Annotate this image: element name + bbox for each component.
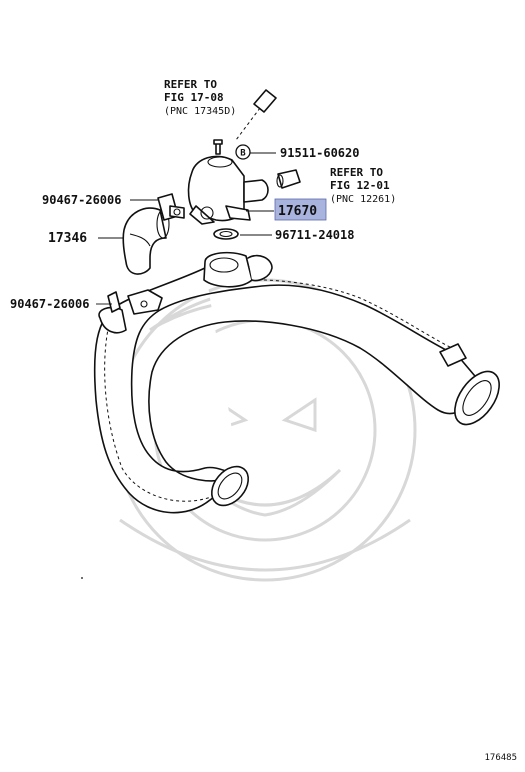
- pipe-to-fig-17-08: [235, 89, 277, 141]
- clamp-lower: [107, 289, 163, 315]
- bolt-callout: B 91511-60620: [235, 144, 359, 160]
- bolt-marker-letter: B: [240, 149, 246, 159]
- callout-thermostat-housing[interactable]: 17670: [278, 204, 317, 219]
- hose-17346: [122, 207, 170, 275]
- leader-lines: [96, 152, 276, 305]
- ref-note-fig-17-08: REFER TO FIG 17-08 (PNC 17345D): [164, 78, 236, 117]
- clamp-upper: [157, 193, 185, 221]
- ref-17-08-line2: FIG 17-08: [164, 91, 224, 104]
- gasket-96711-24018: [213, 228, 239, 240]
- ref-12-01-line2: FIG 12-01: [330, 179, 390, 192]
- callout-gasket[interactable]: 96711-24018: [275, 228, 354, 242]
- bolt-91511-60620: [213, 139, 223, 155]
- figure-id: 176485: [484, 753, 517, 763]
- highlighted-callout-17670: 17670: [274, 198, 327, 221]
- callout-hose[interactable]: 17346: [48, 231, 87, 246]
- pipe-to-fig-12-01: [276, 169, 301, 189]
- callout-clamp-upper[interactable]: 90467-26006: [42, 193, 121, 207]
- callout-bolt[interactable]: 91511-60620: [280, 146, 359, 160]
- water-pipe-assembly: [93, 251, 500, 514]
- ref-12-01-line1: REFER TO: [330, 166, 383, 179]
- thermostat-housing-17670: [187, 155, 269, 225]
- callout-clamp-lower[interactable]: 90467-26006: [10, 297, 89, 311]
- highlight-box: [274, 198, 327, 221]
- ref-17-08-line1: REFER TO: [164, 78, 217, 91]
- ref-17-08-pnc: (PNC 17345D): [164, 106, 236, 117]
- ref-12-01-pnc: (PNC 12261): [330, 194, 396, 205]
- bolt-marker-circle: [235, 144, 251, 160]
- stray-dot: [81, 577, 83, 579]
- ref-note-fig-12-01: REFER TO FIG 12-01 (PNC 12261): [330, 166, 396, 205]
